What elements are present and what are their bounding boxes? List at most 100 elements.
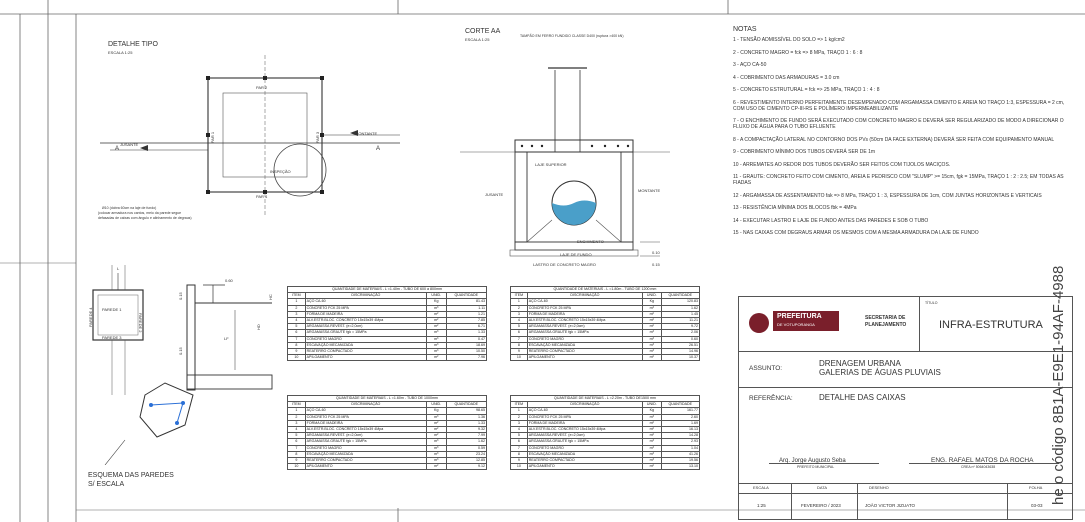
item-cell: 10 — [287, 354, 306, 362]
nota-armadura-3: defasadas de caixas com ângulo e alinham… — [98, 216, 192, 220]
detalhe-tipo-plan — [100, 55, 400, 215]
label-laje-de-fundo: LAJE DE FUNDO — [560, 252, 592, 257]
discriminacao-cell: ALV.ESTR.BLOC. CONCRETO 15x15x39 4Mpa — [526, 425, 644, 434]
discriminacao-cell: ESCAVAÇÃO MECANIZADA — [526, 341, 644, 350]
note-item: 11 - GRAUTE: CONCRETO FEITO COM CIMENTO,… — [733, 174, 1064, 186]
title-block-header: PREFEITURA DE VOTUPORANGA SECRETARIA DE … — [739, 297, 1072, 352]
corte-aa-title: CORTE AA — [465, 28, 501, 35]
discriminacao-cell: FORMA DE MADEIRA — [526, 419, 644, 428]
notes-heading: NOTAS — [733, 26, 757, 33]
label-par4: PAR 4 — [256, 194, 268, 199]
footer-desenho-value: JOÃO VICTOR JIZUATO — [865, 503, 916, 508]
assunto-line2: GALERIAS DE ÁGUAS PLUVIAIS — [819, 368, 941, 377]
label-laje-superior: LAJE SUPERIOR — [535, 162, 567, 167]
discriminacao-cell: ARGAMASSA REVEST. (e=2,0cm) — [304, 323, 428, 331]
discriminacao-cell: AÇO CA-60 — [304, 407, 428, 415]
corte-aa-scale: ESCALA 1:25 — [465, 37, 490, 42]
verification-code: he o código 8B1A-E9E1-94AF-4988 — [1050, 265, 1067, 505]
unid-cell: m² — [642, 463, 662, 471]
assunto-row: ASSUNTO: DRENAGEM URBANA GALERIAS DE ÁGU… — [739, 351, 1072, 388]
label-corte-jusante: JUSANTE — [485, 192, 504, 197]
quantidade-cell: 1.69 — [660, 419, 701, 428]
quantidade-cell: 7.96 — [445, 354, 487, 362]
label-dim-l: L — [117, 266, 120, 271]
footer-divider — [739, 493, 1072, 494]
label-corte-montante: MONTANTE — [638, 188, 661, 193]
footer-escala-value: 1:25 — [757, 503, 766, 508]
label-inspecao: INSPEÇÃO — [270, 169, 291, 174]
discriminacao-cell: FORMA DE MADEIRA — [304, 419, 428, 428]
signature-line-1 — [769, 463, 879, 464]
signature-line-2 — [909, 463, 1059, 464]
signer2-role: CREA nº 5064043638 — [961, 465, 996, 469]
label-par1: PAR 1 — [210, 131, 216, 144]
detalhe-tipo-scale: ESCALA 1:25 — [108, 50, 133, 55]
quantidade-cell: 0.59 — [445, 444, 487, 452]
qty-table-2: QUANTIDADE DE MATERIAIS - L =1.80m - TUB… — [510, 285, 701, 362]
notes-list: 1 - TENSÃO ADMISSÍVEL DO SOLO => 1 kg/cm… — [733, 37, 1073, 236]
secretaria-line1: SECRETARIA DE — [865, 315, 906, 321]
titulo-label: TÍTULO — [925, 301, 938, 305]
esquema-paredes — [92, 265, 273, 465]
quantidade-cell: 19.56 — [660, 457, 701, 465]
discriminacao-cell: AÇO CA-60 — [526, 407, 644, 415]
quantidade-cell: 13.10 — [660, 463, 701, 471]
quantidade-cell: 98.65 — [445, 407, 487, 415]
nota-armadura-1: Ø10 (dobra 60cm na laje de fundo) — [102, 206, 157, 210]
quantidade-cell: 14.28 — [660, 432, 701, 440]
quantidade-cell: 10.50 — [445, 348, 487, 356]
label-a-left: A — [115, 146, 120, 152]
label-par3: PAR 3 — [315, 131, 321, 144]
label-par2: PAR 2 — [256, 85, 268, 90]
qty-table-title: QUANTIDADE DE MATERIAIS - L =1.40m - TUB… — [287, 285, 487, 294]
quantidade-cell: 1.45 — [660, 310, 701, 319]
qty-table-1: QUANTIDADE DE MATERIAIS - L =1.40m - TUB… — [287, 285, 487, 362]
esquema-title-line1: ESQUEMA DAS PAREDES — [88, 472, 174, 479]
label-lastro: LASTRO DE CONCRETO MAGRO — [533, 262, 596, 267]
corte-aa-section — [460, 67, 670, 257]
corte-aa-tampao: TAMPÃO EM FERRO FUNDIDO CLASSE D400 (rup… — [520, 34, 624, 38]
quantidade-cell: 0.47 — [445, 335, 487, 343]
footer-col-divider — [857, 483, 858, 519]
quantidade-cell: 16.13 — [660, 425, 701, 434]
discriminacao-cell: ARGAMASSA REVEST. (e=2,0cm) — [526, 432, 644, 440]
discriminacao-cell: APILOAMENTO — [304, 463, 428, 471]
discriminacao-cell: CONCRETO FCK 25 MPA — [526, 413, 644, 421]
unid-cell: m² — [426, 463, 447, 471]
detalhe-tipo-title: DETALHE TIPO — [108, 41, 158, 48]
quantidade-cell: 1.62 — [445, 438, 487, 446]
discriminacao-cell: AÇO CA-60 — [304, 298, 428, 306]
unid-cell: m² — [426, 354, 447, 362]
quantidade-cell: 26.51 — [660, 341, 701, 350]
discriminacao-cell: ESCAVAÇÃO MECANIZADA — [304, 450, 428, 459]
note-item: 13 - RESISTÊNCIA MÍNIMA DOS BLOCOS fbk =… — [733, 205, 857, 211]
quantidade-cell: 23.24 — [445, 450, 487, 459]
quantidade-cell: 2.06 — [660, 329, 701, 337]
discriminacao-cell: REATERRO COMPACTADO — [304, 457, 428, 465]
label-montante: MONTANTE — [355, 131, 378, 136]
discriminacao-cell: ARGAMASSA GRAUTE fgk = 15MPa — [526, 438, 644, 446]
title-block: PREFEITURA DE VOTUPORANGA SECRETARIA DE … — [738, 296, 1073, 520]
quantidade-cell: 2.60 — [660, 413, 701, 421]
note-item: 14 - EXECUTAR LASTRO E LAJE DE FUNDO ANT… — [733, 217, 929, 224]
quantidade-cell: 18.69 — [445, 341, 487, 350]
quantidade-cell: 1.04 — [660, 444, 701, 452]
discriminacao-cell: REATERRO COMPACTADO — [526, 348, 644, 356]
item-cell: 10 — [510, 463, 528, 471]
